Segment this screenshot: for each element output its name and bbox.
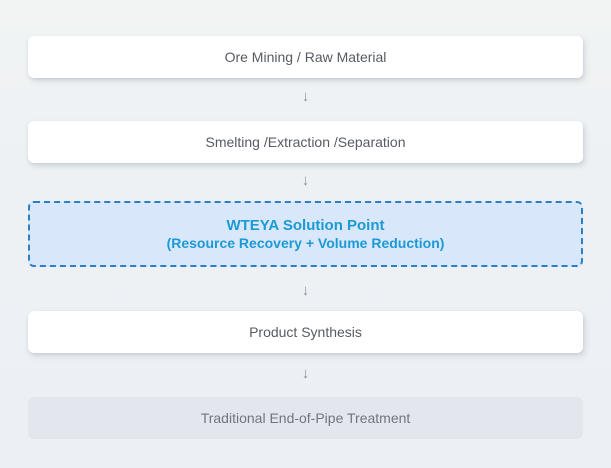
- wteya-solution-subtitle: (Resource Recovery + Volume Reduction): [166, 234, 445, 251]
- flow-node-label: Traditional End-of-Pipe Treatment: [200, 410, 411, 426]
- flow-node-label: Smelting /Extraction /Separation: [205, 134, 406, 150]
- down-arrow-icon: ↓: [301, 365, 310, 382]
- flow-node-product-synthesis: Product Synthesis: [28, 311, 583, 353]
- down-arrow-icon: ↓: [301, 88, 310, 105]
- flow-node-label: Ore Mining / Raw Material: [224, 49, 387, 65]
- flow-node-ore-mining: Ore Mining / Raw Material: [28, 36, 583, 78]
- flow-node-label: Product Synthesis: [249, 324, 362, 340]
- flow-node-wteya-solution: WTEYA Solution Point (Resource Recovery …: [28, 201, 583, 267]
- flow-node-end-of-pipe: Traditional End-of-Pipe Treatment: [28, 397, 583, 439]
- down-arrow-icon: ↓: [301, 282, 310, 299]
- wteya-solution-title: WTEYA Solution Point: [226, 216, 385, 234]
- flow-node-smelting: Smelting /Extraction /Separation: [28, 121, 583, 163]
- down-arrow-icon: ↓: [301, 172, 310, 189]
